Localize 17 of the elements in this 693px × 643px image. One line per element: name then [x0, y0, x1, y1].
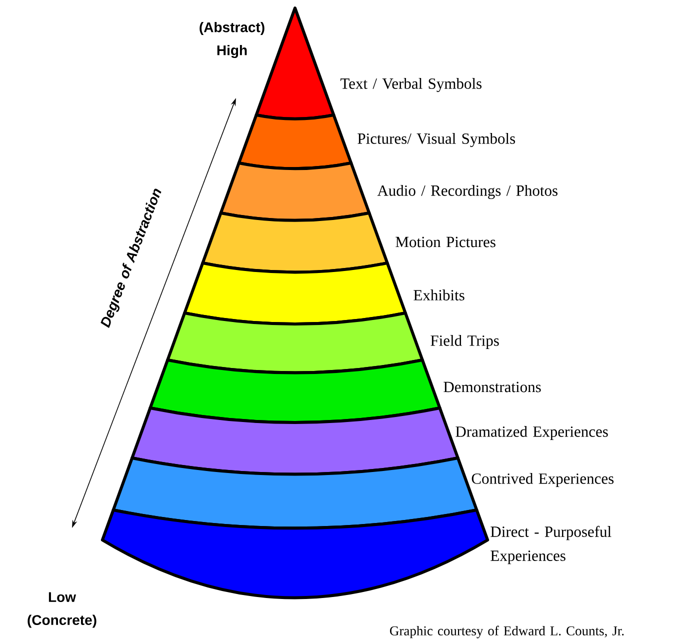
credit-text: Graphic courtesy of Edward L. Counts, Jr. — [390, 626, 624, 638]
band-label: Direct - Purposeful Experiences — [490, 526, 612, 564]
band-label: Dramatized Experiences — [456, 426, 608, 440]
cone-band — [148, 358, 442, 424]
band-label: Exhibits — [414, 290, 464, 300]
band-label: Field Trips — [430, 334, 499, 350]
band-label: Demonstrations — [444, 382, 541, 392]
end-label: (Abstract) High — [200, 22, 264, 58]
cone-band — [166, 312, 424, 374]
band-label: Pictures/ Visual Symbols — [358, 132, 516, 148]
band-label: Text / Verbal Symbols — [340, 78, 482, 92]
band-label: Contrived Experiences — [472, 472, 614, 488]
cone-band — [100, 508, 490, 600]
end-label: Low (Concrete) — [28, 592, 96, 628]
band-label: Audio / Recordings / Photos — [377, 184, 558, 200]
band-label: Motion Pictures — [396, 236, 496, 248]
cone-band — [219, 162, 371, 222]
